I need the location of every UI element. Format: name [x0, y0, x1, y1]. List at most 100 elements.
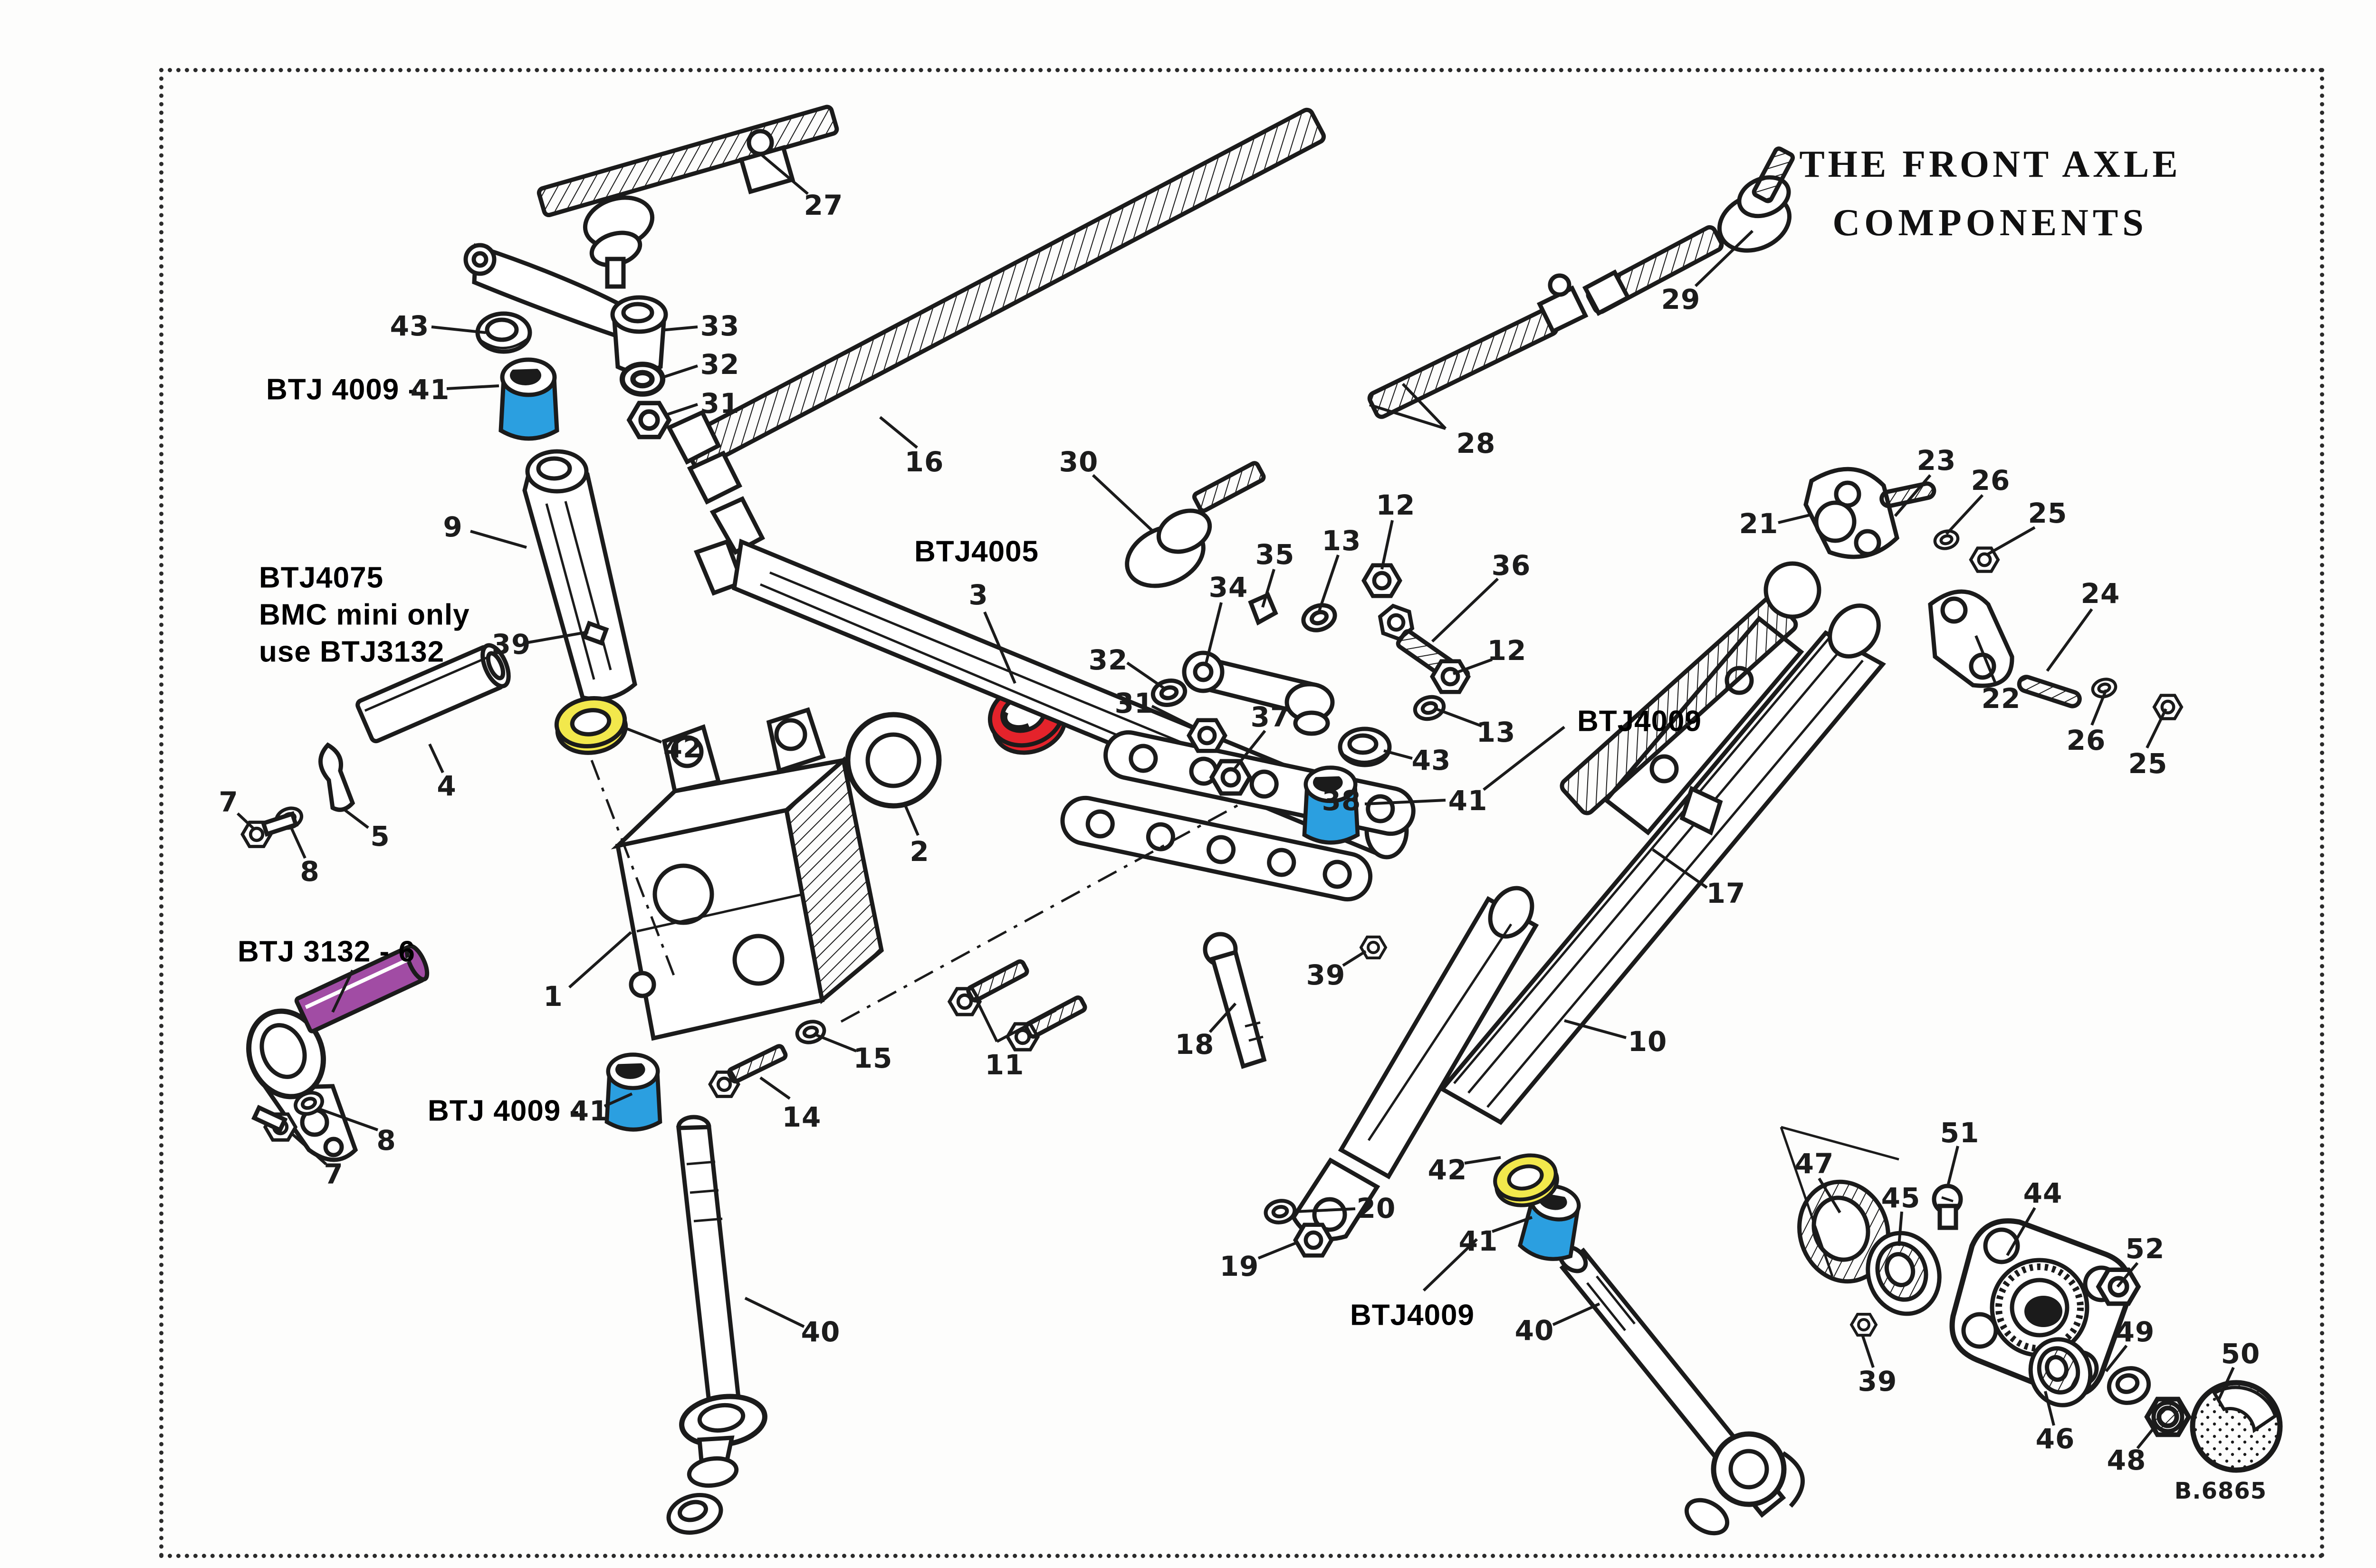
screw-51-drawing [1932, 1184, 1963, 1230]
part-label-29: 29 [1661, 283, 1701, 316]
part-label-12b: 12 [1487, 634, 1527, 667]
track-rod-27-drawing [537, 105, 839, 289]
part-label-28: 28 [1456, 427, 1496, 459]
leader-35 [1261, 569, 1275, 608]
leader-16 [879, 416, 918, 449]
part-label-44: 44 [2023, 1177, 2063, 1209]
leader-52 [2116, 1262, 2139, 1288]
part-label-3: 3 [968, 579, 988, 611]
ball-joint-30-drawing [1125, 461, 1266, 588]
part-label-39b: 39 [1306, 959, 1346, 991]
part-label-42b: 42 [1428, 1154, 1467, 1186]
centreline-a [590, 760, 676, 978]
leader-33 [661, 325, 698, 332]
part-label-10: 10 [1628, 1025, 1667, 1058]
tie-rod-28a-drawing [1367, 273, 1589, 419]
part-label-8b: 8 [376, 1124, 396, 1157]
link-plate-lower-drawing [1060, 795, 1373, 902]
leader-30 [1092, 474, 1153, 532]
washer-43b-drawing [1338, 727, 1392, 767]
leader-26a [1945, 494, 1984, 535]
axle-beam-17-drawing [1439, 603, 1886, 1125]
part-label-12a: 12 [1376, 489, 1416, 521]
bolt-7b-drawing [251, 1105, 296, 1140]
part-label-8a: 8 [300, 855, 320, 888]
part-label-25b: 25 [2128, 747, 2168, 780]
part-label-21: 21 [1739, 507, 1779, 540]
part-label-14: 14 [782, 1101, 822, 1133]
part-label-34: 34 [1208, 571, 1248, 603]
pin-23-drawing [1879, 481, 1936, 508]
leader-41b [1364, 799, 1446, 805]
leader-50 [2217, 1367, 2235, 1402]
part-label-50: 50 [2221, 1338, 2261, 1370]
leader-8b [318, 1108, 379, 1131]
part-label-17: 17 [1706, 877, 1746, 909]
part-label-1: 1 [543, 980, 563, 1013]
leader-41c [1491, 1216, 1533, 1233]
part-label-30: 30 [1059, 446, 1099, 478]
pointer-line-b [1781, 1126, 1899, 1161]
part-label-39c: 39 [1858, 1365, 1897, 1397]
part-label-40a: 40 [801, 1316, 841, 1348]
part-label-16: 16 [904, 446, 944, 478]
leader-26b [2090, 689, 2108, 726]
leader-41d [604, 1092, 633, 1108]
leader-32b [1126, 661, 1166, 690]
leader-29 [1694, 229, 1754, 287]
leader-27 [758, 152, 809, 195]
part-label-5: 5 [370, 820, 390, 852]
upper-arm-9-drawing [522, 449, 637, 701]
part-label-20: 20 [1356, 1192, 1396, 1224]
leader-12a [1380, 520, 1394, 570]
part-label-24: 24 [2080, 577, 2120, 610]
nut-48-drawing [2147, 1399, 2189, 1435]
leader-15 [813, 1033, 857, 1052]
part-label-19: 19 [1219, 1250, 1259, 1282]
part-label-13a: 13 [1322, 525, 1361, 557]
kingpin-40a-drawing [666, 1115, 767, 1535]
part-label-15: 15 [853, 1042, 893, 1074]
leader-42b [1464, 1156, 1501, 1165]
part-label-39a: 39 [491, 628, 531, 660]
leader-14 [759, 1076, 791, 1100]
washer-49-drawing [2107, 1366, 2151, 1405]
part-label-btj4009bot: BTJ4009 [1350, 1299, 1475, 1332]
leader-7a [236, 812, 256, 831]
leader-11 [996, 1009, 1057, 1043]
washer-43-top-drawing [475, 311, 532, 354]
part-label-7a: 7 [219, 786, 239, 818]
part-label-41d: 41 [569, 1095, 609, 1127]
leader-24 [2046, 608, 2093, 672]
leader-43b [1383, 749, 1413, 760]
part-label-46: 46 [2035, 1423, 2075, 1455]
leader-5 [342, 807, 369, 829]
leader-1 [568, 931, 632, 989]
part-label-btj4005: BTJ4005 [914, 535, 1039, 568]
trunnion-22-drawing [1928, 589, 2014, 688]
bolt-11a-drawing [949, 959, 1029, 1014]
leader-12b [1452, 658, 1493, 675]
trunnion-bracket-21-drawing [1803, 467, 1900, 559]
leader-45 [1897, 1211, 1903, 1246]
part-label-43b: 43 [1411, 744, 1451, 776]
leader-31a [667, 403, 698, 416]
bolt-18-drawing [1203, 932, 1267, 1069]
part-label-42a: 42 [663, 732, 703, 764]
key-35-drawing [1248, 592, 1278, 626]
part-label-7b: 7 [324, 1158, 344, 1190]
leader-13b [1435, 708, 1483, 727]
leader-31b [1151, 705, 1197, 729]
leader-btj4009right [1483, 726, 1565, 791]
purple-pin-6-drawing [294, 944, 430, 1033]
trunnion-foot-drawing [246, 1008, 358, 1162]
part-label-43a: 43 [390, 310, 430, 342]
part-label-47: 47 [1794, 1147, 1834, 1180]
leader-28 [1401, 382, 1447, 430]
leader-17 [1652, 848, 1708, 889]
part-label-23: 23 [1916, 444, 1956, 477]
grease-cap-50-drawing [2190, 1380, 2283, 1473]
part-label-4: 4 [437, 770, 457, 802]
ball-joint-29-drawing [1717, 146, 1795, 253]
